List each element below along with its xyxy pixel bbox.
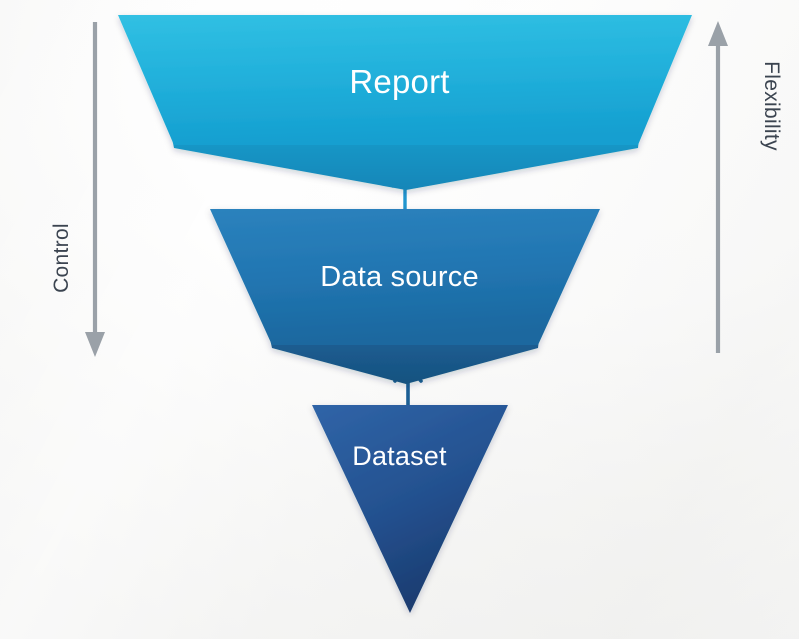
stage-data-source[interactable] xyxy=(210,209,600,384)
flexibility-axis-arrow xyxy=(708,21,728,353)
stage-data-source-body xyxy=(210,209,600,345)
stage-report[interactable] xyxy=(118,15,692,190)
control-axis-arrow xyxy=(85,22,105,357)
axis-label-control: Control xyxy=(50,223,73,293)
stage-dataset-body xyxy=(312,405,508,613)
axis-label-flexibility: Flexibility xyxy=(760,61,783,151)
control-axis-arrowhead-icon xyxy=(85,332,105,357)
stage-dataset[interactable] xyxy=(312,405,508,613)
flexibility-axis-arrowhead-icon xyxy=(708,21,728,46)
stage-report-body xyxy=(118,15,692,145)
